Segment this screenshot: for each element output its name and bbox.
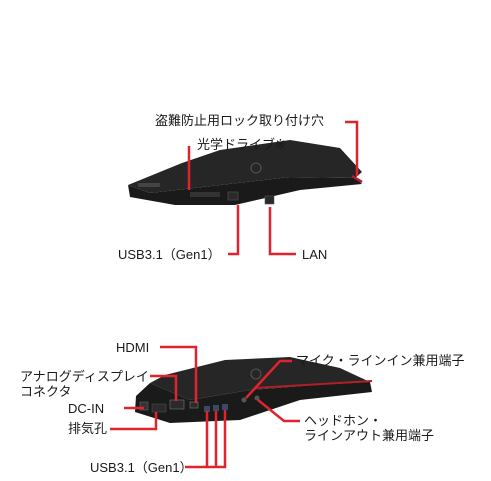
laptop-bottom-accent — [254, 380, 373, 389]
top-drive-slot — [190, 192, 220, 197]
label-usb-bottom: USB3.1（Gen1） — [90, 460, 193, 475]
callout-mic-in — [245, 359, 292, 399]
label-mic-in: マイク・ラインイン兼用端子 — [296, 353, 465, 368]
callout-usb — [228, 205, 240, 256]
laptop-bottom-lid — [150, 357, 370, 400]
bottom-usb-port-2 — [213, 405, 219, 411]
label-lock-hole: 盗難防止用ロック取り付け穴 — [155, 113, 325, 128]
bottom-vga-port — [169, 399, 185, 410]
laptop-bottom-base — [135, 382, 372, 423]
callout-exhaust — [110, 412, 158, 431]
bottom-audio-port-2 — [254, 395, 260, 401]
label-headphone-out: ヘッドホン・ ラインアウト兼用端子 — [304, 413, 435, 443]
laptop-top-lid — [128, 140, 362, 193]
top-drive-slot-left — [138, 183, 160, 187]
laptop-bottom-image — [135, 357, 373, 423]
label-optical-drive: 光学ドライブ※ — [197, 137, 286, 152]
label-lan: LAN — [302, 247, 328, 262]
bottom-hdmi-port — [189, 401, 199, 409]
bottom-vent — [151, 403, 167, 413]
laptop-top-accent — [351, 174, 363, 184]
label-dc-in: DC-IN — [68, 401, 105, 416]
bottom-audio-port-1 — [241, 397, 247, 403]
top-lan-port — [264, 195, 275, 205]
top-usb-port — [227, 191, 239, 201]
bottom-lid-logo — [250, 368, 262, 380]
label-analog-display: アナログディスプレイ コネクタ — [20, 369, 149, 399]
callout-lock-hole — [345, 120, 359, 176]
callout-usb-bottom-main — [185, 410, 227, 469]
bottom-usb-port-3 — [222, 404, 228, 410]
bottom-dcin-port — [139, 401, 149, 411]
bottom-usb-port-1 — [204, 406, 210, 412]
laptop-top-base — [128, 177, 362, 205]
top-callouts — [187, 120, 359, 256]
label-hdmi: HDMI — [116, 340, 150, 355]
callout-headphone — [257, 399, 300, 423]
label-exhaust: 排気孔 — [68, 421, 108, 436]
callout-analog-display — [150, 374, 178, 401]
laptop-top-image — [128, 140, 363, 205]
callout-lan — [268, 207, 296, 256]
callout-hdmi — [160, 345, 198, 403]
label-usb-top: USB3.1（Gen1） — [118, 247, 221, 262]
bottom-callouts — [110, 345, 300, 469]
top-lid-logo — [250, 162, 262, 174]
